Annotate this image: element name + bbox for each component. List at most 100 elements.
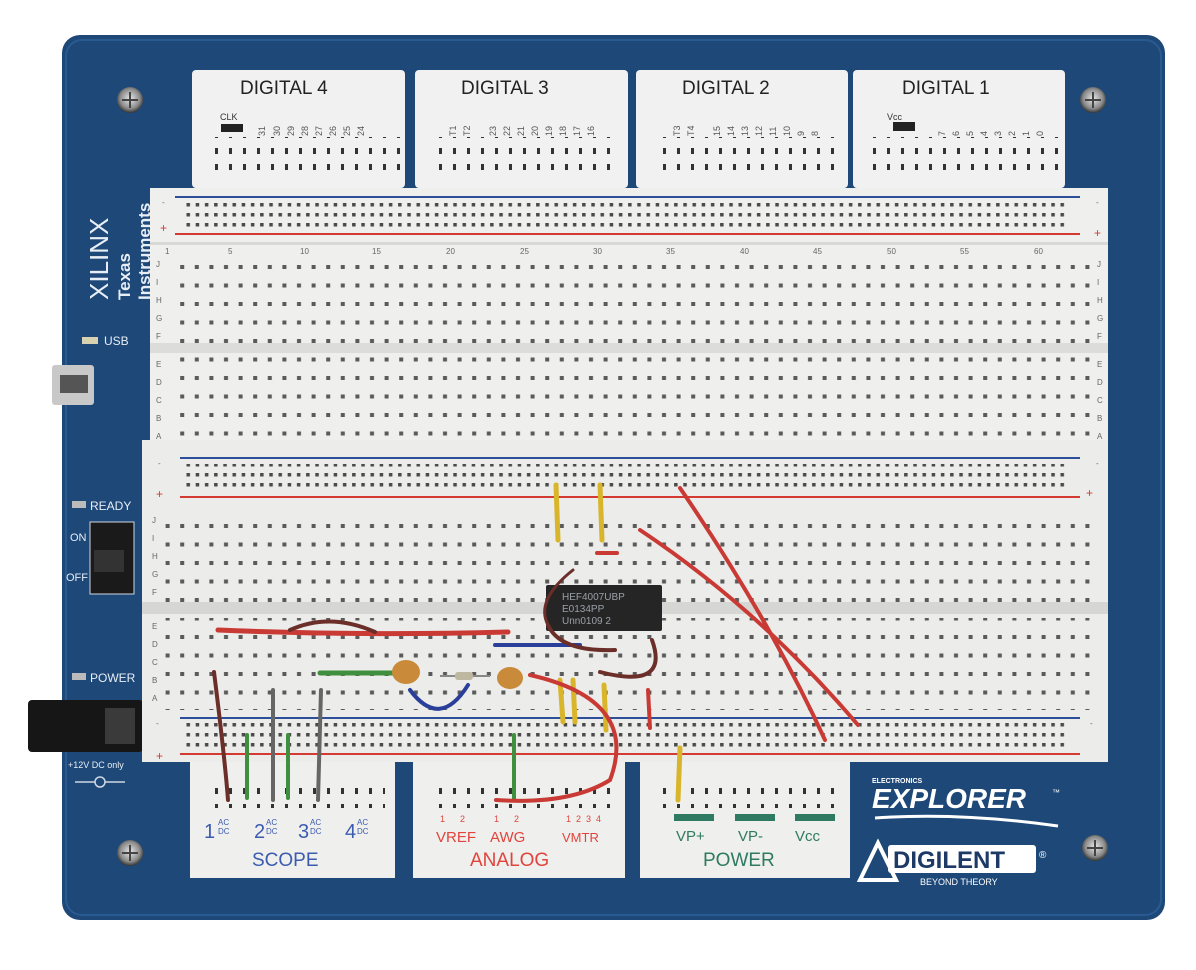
on-label: ON [70,532,87,544]
label-text: 10 [782,126,792,136]
label-text: 18 [558,126,568,136]
label-text: 6 [951,131,961,136]
xilinx-logo: XILINX [84,218,114,300]
label-text: + [156,487,163,501]
digital-3-header: DIGITAL 3 T1 T2 23 22 21 20 19 18 17 16 [415,70,628,188]
label-text: 31 [257,126,267,136]
usb-label: USB [104,334,129,348]
label-text: DIGITAL 3 [461,78,549,99]
screw-icon [117,840,143,866]
label-text: 1 [165,247,170,256]
label-text: A [156,432,162,441]
label-text: T2 [462,125,472,136]
label-text: T4 [686,125,696,136]
screw-icon [117,87,143,113]
label-text: C [1097,396,1103,405]
label-text: 22 [502,126,512,136]
label-text: + [160,221,167,235]
label-text: 15 [712,126,722,136]
wire-yellow [570,677,578,725]
label-text: 20 [446,247,455,256]
dc-label: +12V DC only [68,760,124,770]
label-text: 1 [566,814,571,824]
label-text: 12 [754,126,764,136]
label-text: 13 [740,126,750,136]
label-text: 1 [440,814,445,824]
label-text: 30 [593,247,602,256]
ready-label: READY [90,499,131,513]
capacitor [392,660,420,684]
label-text: 27 [314,126,324,136]
wire-red [215,627,511,637]
label-text: B [1097,414,1102,423]
label-text: 35 [666,247,675,256]
label-text: AC [310,818,321,827]
label-text: - [156,719,159,728]
label-text: E [152,622,157,631]
power-label: POWER [90,671,136,685]
usb-port[interactable] [52,365,94,405]
power-rail-top: - + - + [160,196,1101,240]
label-text: C [156,396,162,405]
label-text: ELECTRONICS [872,778,923,785]
dc-power-jack[interactable] [28,700,143,752]
label-text: - [1096,459,1099,468]
wire-red [678,486,827,742]
digital-4-header: DIGITAL 4 CLK 31 30 29 28 27 26 25 24 [192,70,405,188]
label-text: + [1094,226,1101,240]
label-text: 55 [960,247,969,256]
label-text: G [1097,314,1103,323]
label-text: B [156,414,161,423]
label-text: T3 [672,125,682,136]
label-text: F [1097,332,1102,341]
label-text: VREF [436,829,476,846]
label-text: ™ [1052,788,1060,797]
label-text: 11 [768,127,778,136]
label-text: B [152,676,157,685]
label-text: 45 [813,247,822,256]
label-text: SCOPE [252,850,319,871]
label-text: 2 [514,814,519,824]
power-switch[interactable] [89,521,135,595]
electronics-explorer-logo: ELECTRONICS EXPLORER ™ [872,778,1060,828]
label-text: DC [310,827,322,836]
wire-red [638,528,860,727]
label-text: 1 [1021,131,1031,136]
label-text: 3 [298,821,309,843]
label-text: 2 [1007,131,1017,136]
label-text: 2 [576,814,581,824]
label-text: Unn0109 2 [562,616,611,627]
label-text: ® [1039,850,1047,861]
label-text: I [152,534,154,543]
label-text: AC [218,818,229,827]
label-text: 25 [520,247,529,256]
label-text: J [156,260,160,269]
label-text: DIGITAL 4 [240,78,328,99]
label-text: 16 [586,126,596,136]
wire-red [646,688,652,730]
label-text: H [1097,296,1103,305]
label-text: 23 [488,126,498,136]
label-text: H [152,552,158,561]
label-text: Instruments [135,203,154,300]
label-text: 25 [342,126,352,136]
usb-led [82,337,98,344]
analog-header: VREF AWG VMTR 1 2 1 2 1 2 3 4 ANALOG [413,762,625,878]
label-text: G [156,314,162,323]
wire-gray [316,688,323,802]
label-text: Vcc [795,828,821,845]
label-text: J [1097,260,1101,269]
label-text: 10 [300,247,309,256]
label-text: E [156,360,161,369]
label-text: AWG [490,829,525,846]
label-text: ANALOG [470,850,549,871]
screw-icon [1082,835,1108,861]
label-text: - [158,459,161,468]
wire-red [494,673,619,803]
label-text: 30 [272,126,282,136]
label-text: 60 [1034,247,1043,256]
screw-icon [1080,87,1106,113]
wire-yellow [601,682,609,733]
label-text: - [1090,719,1093,728]
